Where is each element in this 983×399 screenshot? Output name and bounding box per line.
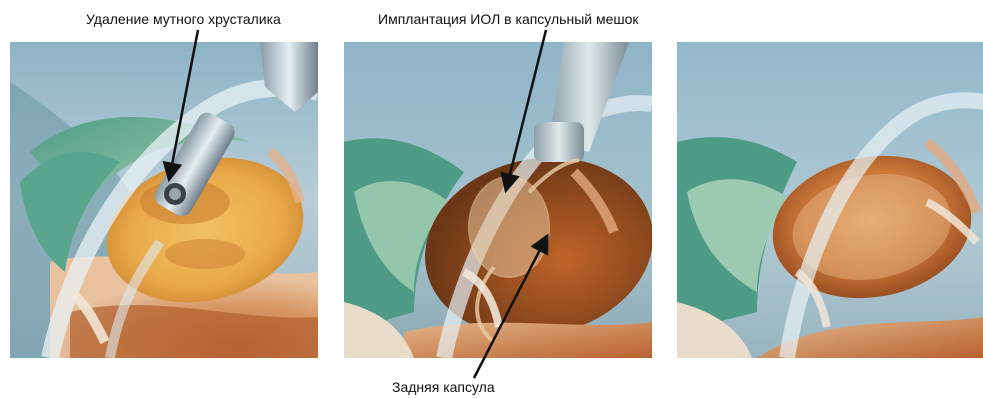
label-posterior-capsule: Задняя капсула (392, 379, 495, 395)
panel-result (677, 42, 983, 358)
panel-lens-removal (10, 42, 318, 358)
eye-illustration-implantation (344, 42, 652, 358)
panel-iol-implantation (344, 42, 652, 358)
eye-illustration-result (677, 42, 983, 358)
label-iol-implantation: Имплантация ИОЛ в капсульный мешок (378, 11, 639, 27)
label-lens-removal: Удаление мутного хрусталика (86, 11, 281, 27)
eye-illustration-removal (10, 42, 318, 358)
